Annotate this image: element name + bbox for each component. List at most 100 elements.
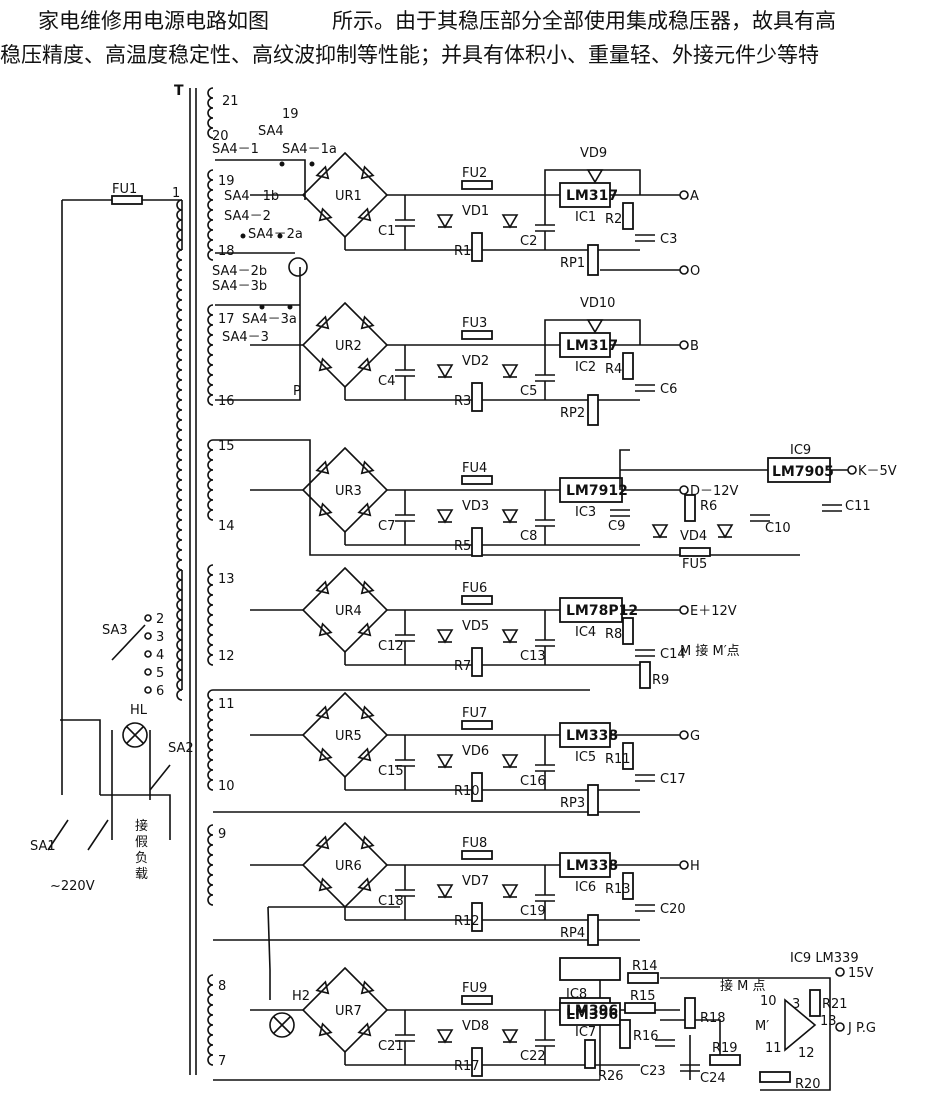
res-label: R6 [700,499,717,514]
cap-label: C4 [378,374,395,389]
bridge-label: UR1 [335,189,362,204]
ic-part-label: LM317 [566,188,618,204]
pot-label: RP2 [560,406,585,421]
cap-label: C5 [520,384,537,399]
output-label: E＋12V [690,604,737,619]
res-label: R2 [605,212,622,227]
h2-label: H2 [292,989,310,1004]
fu1-label: FU1 [112,182,137,197]
switch-label: SA4－2 [224,209,271,224]
res-R20 [759,1071,791,1083]
ic-name-label: IC1 [575,210,596,225]
ic-IC1 [559,182,611,208]
node-p-label: P [293,384,301,399]
junction [240,233,246,239]
fuse-label: FU3 [462,316,487,331]
m-prime-label: M′ [755,1019,769,1034]
led-VD7-b [501,884,519,899]
ic-IC3 [559,477,623,503]
switch-label: SA4 [258,124,284,139]
cap-C4 [395,369,415,377]
led-label: VD6 [462,744,489,759]
tap-label: 19 [218,174,235,189]
cap-C5 [535,374,555,382]
res-R2 [622,202,634,230]
sa3-position: 4 [156,648,164,663]
cap-label: C15 [378,764,404,779]
tap-label: 17 [218,312,235,327]
cap-C20 [635,904,655,912]
wiring [60,88,831,1091]
intro-line-2: 稳压精度、高温度稳定性、高纹波抑制等性能；并具有体积小、重量轻、外接元件少等特 [0,43,819,67]
led-label: VD7 [462,874,489,889]
tap-label: 7 [218,1054,226,1069]
res-label: R13 [605,882,631,897]
pot-label: RP1 [560,256,585,271]
ic-part-label: LM317 [566,338,618,354]
cap-C6 [635,384,655,392]
led-VD7 [436,884,454,899]
cap-C10 [750,514,770,522]
cap-C2 [535,224,555,232]
tap-label: 1 [172,186,180,201]
fu1 [111,195,143,205]
cap-C11 [822,504,842,512]
res-R3 [471,382,483,412]
ic-name-label: IC2 [575,360,596,375]
tap-label: 8 [218,979,226,994]
ic-name-label: IC3 [575,505,596,520]
cap-label: C21 [378,1039,404,1054]
led-VD8 [436,1029,454,1044]
h2-lamp-cross [273,1016,291,1034]
res-label: R21 [822,997,848,1012]
led-VD6-b [501,754,519,769]
pot-RP3 [587,784,599,816]
res-R4 [622,352,634,380]
cap-label: C18 [378,894,404,909]
secondary-winding [207,87,214,139]
ic-name-label: IC7 [575,1025,596,1040]
secondary-winding [207,824,214,906]
res-label: R14 [632,959,658,974]
cap-label: C17 [660,772,686,787]
switch-label: SA4－2b [212,264,267,279]
transformer-label: T [174,83,184,99]
output-E＋12V [679,605,689,615]
res-label: R15 [630,989,656,1004]
supply-terminal [835,967,845,977]
cap-C24 [680,1064,700,1072]
led-VD4 [651,524,669,539]
ic-part-label: LM78P12 [566,603,638,619]
cap-C3 [635,234,655,242]
load-label-char: 接 [135,818,148,834]
fuse-FU3 [461,330,493,340]
ic-part-label: LM338 [566,858,618,874]
load-label-char: 负 [135,851,148,866]
cap-C7 [395,514,415,522]
switch-label: SA4－3a [242,312,297,327]
ic-name-label: IC6 [575,880,596,895]
res-label: R8 [605,627,622,642]
wire [544,169,641,195]
ic-IC5 [559,722,611,748]
led-VD1 [436,214,454,229]
fuse-FU6 [461,595,493,605]
pot-RP4 [587,914,599,946]
pot-label: RP3 [560,796,585,811]
cap-C13 [535,639,555,647]
pin-label: 11 [765,1041,782,1056]
output-label: O [690,264,700,279]
output-label: G [690,729,700,744]
fuse-label: FU6 [462,581,487,596]
wire [544,319,641,345]
cap-C19 [535,894,555,902]
fuse-FU4 [461,475,493,485]
ic-part-label: LM338 [566,728,618,744]
fuse-FU2 [461,180,493,190]
output-B [679,340,689,350]
res-label: R19 [712,1041,738,1056]
sa4-switch-circle [288,257,308,277]
fuse-label: FU8 [462,836,487,851]
tap-label: 20 [212,129,229,144]
cap-label: C20 [660,902,686,917]
